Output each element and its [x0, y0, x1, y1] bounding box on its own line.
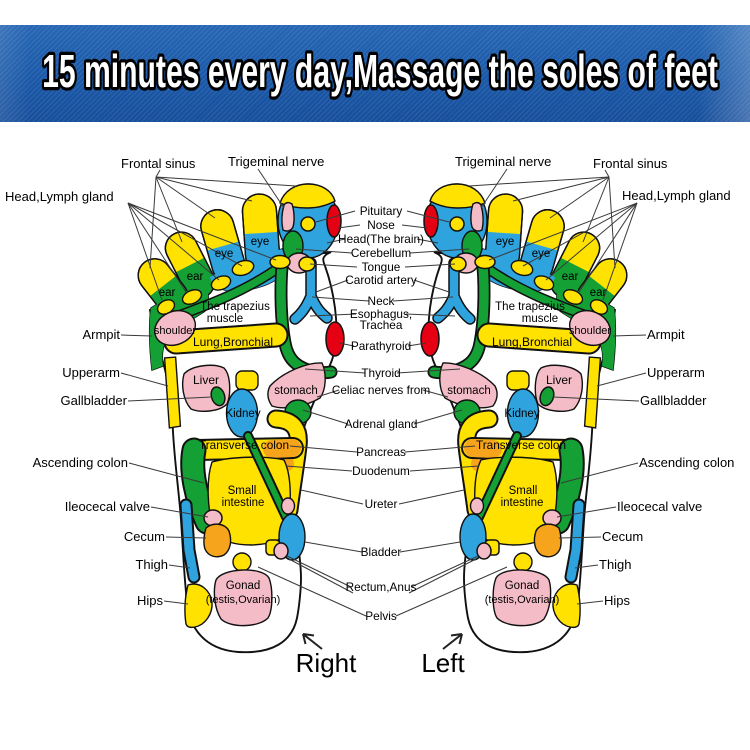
svg-text:Nose: Nose — [367, 218, 395, 232]
svg-text:Armpit: Armpit — [647, 327, 685, 342]
svg-text:Ileocecal valve: Ileocecal valve — [617, 499, 702, 514]
svg-text:eye: eye — [215, 248, 234, 260]
svg-text:Liver: Liver — [546, 373, 572, 387]
svg-text:eye: eye — [496, 236, 515, 248]
svg-text:Transverse colon: Transverse colon — [476, 438, 566, 452]
svg-text:Head(The brain): Head(The brain) — [338, 232, 424, 246]
svg-text:ear: ear — [590, 287, 607, 299]
svg-text:Small: Small — [509, 485, 538, 497]
svg-text:Cerebellum: Cerebellum — [351, 246, 411, 260]
svg-text:Frontal sinus: Frontal sinus — [121, 156, 196, 171]
svg-text:Cecum: Cecum — [602, 529, 643, 544]
svg-text:Ascending colon: Ascending colon — [33, 455, 128, 470]
svg-text:Carotid artery: Carotid artery — [345, 273, 417, 287]
svg-text:ear: ear — [562, 271, 579, 283]
svg-text:Head,Lymph gland: Head,Lymph gland — [5, 189, 114, 204]
svg-text:shoulder: shoulder — [569, 325, 612, 337]
svg-text:muscle: muscle — [522, 313, 558, 325]
svg-text:Head,Lymph gland: Head,Lymph gland — [622, 188, 731, 203]
svg-text:Upperarm: Upperarm — [62, 365, 120, 380]
svg-text:Trigeminal nerve: Trigeminal nerve — [228, 154, 324, 169]
svg-text:Frontal sinus: Frontal sinus — [593, 156, 668, 171]
svg-text:Right: Right — [296, 648, 357, 678]
svg-text:Esophagus,: Esophagus, — [350, 307, 412, 321]
svg-text:(testis,Ovarian): (testis,Ovarian) — [206, 594, 281, 606]
svg-text:Kidney: Kidney — [504, 408, 539, 420]
svg-text:intestine: intestine — [501, 497, 544, 509]
svg-text:Gonad: Gonad — [226, 580, 261, 592]
svg-text:Celiac nerves from: Celiac nerves from — [332, 383, 431, 397]
svg-text:Gonad: Gonad — [505, 580, 540, 592]
svg-text:Thigh: Thigh — [135, 557, 168, 572]
svg-text:The trapezius: The trapezius — [200, 301, 270, 313]
svg-text:Lung,Bronchial: Lung,Bronchial — [193, 335, 273, 349]
svg-text:Ascending colon: Ascending colon — [639, 455, 734, 470]
svg-text:ear: ear — [187, 271, 204, 283]
svg-text:eye: eye — [532, 248, 551, 260]
svg-text:Neck: Neck — [368, 294, 395, 308]
svg-text:Hips: Hips — [604, 593, 631, 608]
svg-text:Trigeminal nerve: Trigeminal nerve — [455, 154, 551, 169]
svg-text:The trapezius: The trapezius — [495, 301, 565, 313]
svg-text:muscle: muscle — [207, 313, 243, 325]
svg-text:intestine: intestine — [222, 497, 265, 509]
svg-text:15 minutes every day,Massage t: 15 minutes every day,Massage the soles o… — [42, 47, 718, 98]
svg-text:Bladder: Bladder — [361, 545, 402, 559]
svg-text:Thigh: Thigh — [599, 557, 632, 572]
svg-text:Trachea: Trachea — [360, 318, 403, 332]
svg-text:Gallbladder: Gallbladder — [61, 393, 128, 408]
svg-text:Kidney: Kidney — [225, 408, 260, 420]
svg-text:stomach: stomach — [447, 385, 490, 397]
svg-text:eye: eye — [251, 236, 270, 248]
svg-text:Upperarm: Upperarm — [647, 365, 705, 380]
svg-text:stomach: stomach — [274, 385, 317, 397]
svg-text:Thyroid: Thyroid — [361, 366, 400, 380]
svg-text:Small: Small — [228, 485, 257, 497]
svg-text:Armpit: Armpit — [82, 327, 120, 342]
svg-text:Gallbladder: Gallbladder — [640, 393, 707, 408]
svg-text:Pelvis: Pelvis — [365, 609, 397, 623]
svg-text:shoulder: shoulder — [154, 325, 197, 337]
svg-text:Duodenum: Duodenum — [352, 464, 410, 478]
svg-text:ear: ear — [159, 287, 176, 299]
svg-text:Liver: Liver — [193, 373, 219, 387]
svg-text:Parathyroid: Parathyroid — [351, 339, 411, 353]
svg-text:Tongue: Tongue — [362, 260, 401, 274]
svg-text:Transverse colon: Transverse colon — [199, 438, 289, 452]
svg-text:Cecum: Cecum — [124, 529, 165, 544]
svg-text:Rectum,Anus: Rectum,Anus — [346, 580, 417, 594]
svg-text:(testis,Ovarian): (testis,Ovarian) — [485, 594, 560, 606]
svg-text:Ileocecal valve: Ileocecal valve — [65, 499, 150, 514]
svg-text:Adrenal gland: Adrenal gland — [345, 417, 418, 431]
svg-text:Left: Left — [421, 648, 465, 678]
svg-text:Ureter: Ureter — [365, 497, 398, 511]
svg-text:Hips: Hips — [137, 593, 164, 608]
svg-text:Lung,Bronchial: Lung,Bronchial — [492, 335, 572, 349]
svg-text:Pituitary: Pituitary — [360, 204, 403, 218]
svg-text:Pancreas: Pancreas — [356, 445, 406, 459]
